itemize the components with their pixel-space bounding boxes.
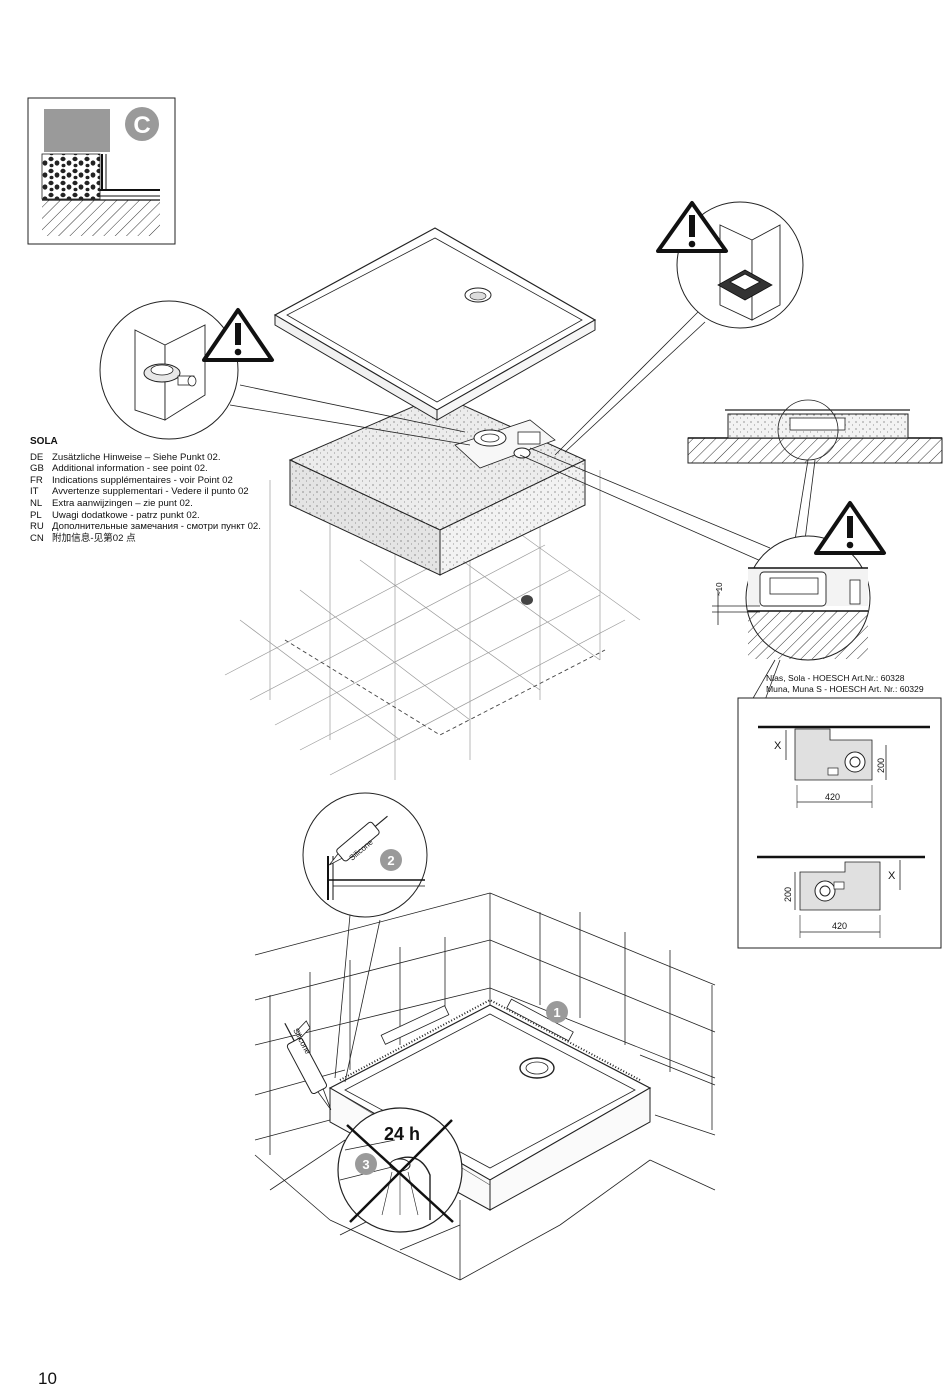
curing-detail-circle (337, 1107, 463, 1233)
gap-detail-circle (745, 535, 871, 661)
note-row-pl: PL Uwagi dodatkowe - patrz punkt 02. (30, 510, 261, 522)
note-row-de: DE Zusätzliche Hinweise – Siehe Punkt 02. (30, 452, 261, 464)
gap-label: ~10 (715, 582, 724, 596)
article-line-2: Muna, Muna S - HOESCH Art. Nr.: 60329 (766, 684, 924, 694)
drain-detail-circle (99, 300, 239, 440)
dim-height-top: 200 (876, 758, 886, 773)
note-text: Дополнительные замечания - смотри пункт … (52, 521, 261, 533)
model-title: SOLA (30, 436, 58, 447)
floor-grid-upper (224, 470, 641, 780)
note-row-it: IT Avvertenze supplementari - Vedere il p… (30, 486, 261, 498)
dimension-box (737, 697, 942, 949)
concrete-base (288, 394, 587, 576)
dim-width-bottom: 420 (832, 921, 847, 931)
step-3-label: 3 (362, 1157, 369, 1172)
lang-code: NL (30, 497, 43, 509)
note-row-nl: NL Extra aanwijzingen – zie punt 02. (30, 498, 261, 510)
note-text: Extra aanwijzingen – zie punt 02. (52, 497, 193, 509)
lang-code: FR (30, 474, 43, 486)
article-line-1: Nias, Sola - HOESCH Art.Nr.: 60328 (766, 673, 905, 683)
leader-lines (229, 309, 771, 566)
floor-drain-pipe (521, 595, 533, 605)
note-row-ru: RU Дополнительные замечания - смотри пунк… (30, 521, 261, 533)
shower-tray-upper (273, 227, 597, 421)
cure-time-label: 24 h (384, 1124, 420, 1144)
tiled-corner (254, 892, 716, 1281)
note-text: 附加信息-见第02 点 (52, 532, 136, 544)
lang-code: RU (30, 521, 44, 533)
article-numbers: Nias, Sola - HOESCH Art.Nr.: 60328 Muna,… (766, 673, 924, 695)
dim-x-bottom: X (888, 870, 896, 882)
step-c-panel (27, 97, 176, 245)
note-text: Indications supplémentaires - voir Point… (52, 474, 233, 486)
silicone-detail-circle (302, 792, 428, 918)
lang-code: CN (30, 532, 44, 544)
dim-x-top: X (774, 740, 782, 752)
silicone-gun (284, 1020, 332, 1111)
step-2-label: 2 (387, 853, 394, 868)
step-1-badge (546, 1001, 568, 1023)
tray-outline-dashed (284, 639, 606, 736)
lang-code: IT (30, 486, 39, 498)
tray-section-view (687, 399, 943, 464)
note-row-cn: CN 附加信息-见第02 点 (30, 533, 261, 545)
additional-info-notes: SOLA DE Zusätzliche Hinweise – Siehe Punk… (30, 436, 261, 544)
warning-icon (202, 308, 274, 362)
leader-line (334, 914, 351, 1079)
note-text: Additional information - see point 02. (52, 463, 208, 475)
lang-code: GB (30, 463, 44, 475)
page-number: 10 (38, 1369, 57, 1388)
lang-code: DE (30, 451, 44, 463)
warning-icon (814, 501, 886, 555)
step-3-badge (355, 1153, 377, 1175)
dim-height-bottom: 200 (783, 887, 793, 902)
lang-code: PL (30, 509, 42, 521)
note-text: Zusätzliche Hinweise – Siehe Punkt 02. (52, 451, 221, 463)
note-text: Uwagi dodatkowe - patrz punkt 02. (52, 509, 200, 521)
dim-width-top: 420 (825, 792, 840, 802)
step-2-badge (380, 849, 402, 871)
gap-dimension (712, 590, 760, 625)
leader-line (344, 919, 381, 1083)
step-1-label: 1 (553, 1005, 560, 1020)
step-c-badge (125, 107, 159, 141)
note-row-gb: GB Additional information - see point 02. (30, 463, 261, 475)
warning-icon (656, 201, 728, 253)
note-row-fr: FR Indications supplémentaires - voir Poi… (30, 475, 261, 487)
note-text: Avvertenze supplementari - Vedere il pun… (52, 486, 249, 498)
step-c-label: C (133, 112, 150, 139)
